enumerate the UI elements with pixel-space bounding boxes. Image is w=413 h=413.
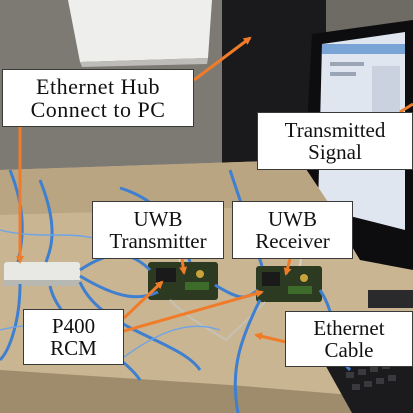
ethernet-cable-label: Ethernet Cable xyxy=(285,311,413,367)
uwb-receiver-label-line2: Receiver xyxy=(255,229,330,253)
uwb-receiver-label: UWB Receiver xyxy=(232,201,353,259)
ethernet-hub-label-line1: Ethernet Hub xyxy=(36,73,160,99)
uwb-transmitter-label: UWB Transmitter xyxy=(92,201,224,259)
ethernet-hub-label-line2: Connect to PC xyxy=(30,97,166,122)
uwb-transmitter-label-line1: UWB xyxy=(133,206,183,231)
ethernet-cable-label-line2: Cable xyxy=(324,338,374,362)
ethernet-hub-label: Ethernet Hub Connect to PC xyxy=(2,69,194,127)
uwb-receiver-label-line1: UWB xyxy=(268,206,317,231)
transmitted-signal-label-line1: Transmitted xyxy=(284,117,386,142)
p400-rcm-label: P400 RCM xyxy=(23,309,124,365)
p400-rcm-label-line1: P400 xyxy=(51,313,96,338)
transmitted-signal-label-line2: Signal xyxy=(308,140,362,164)
wall-paper xyxy=(68,0,212,62)
transmitted-signal-label: Transmitted Signal xyxy=(257,112,413,170)
ethernet-hub xyxy=(4,262,80,284)
p400-rcm-label-line2: RCM xyxy=(50,336,97,360)
ethernet-cable-label-line1: Ethernet xyxy=(313,315,385,340)
uwb-transmitter-label-line2: Transmitter xyxy=(109,229,207,253)
